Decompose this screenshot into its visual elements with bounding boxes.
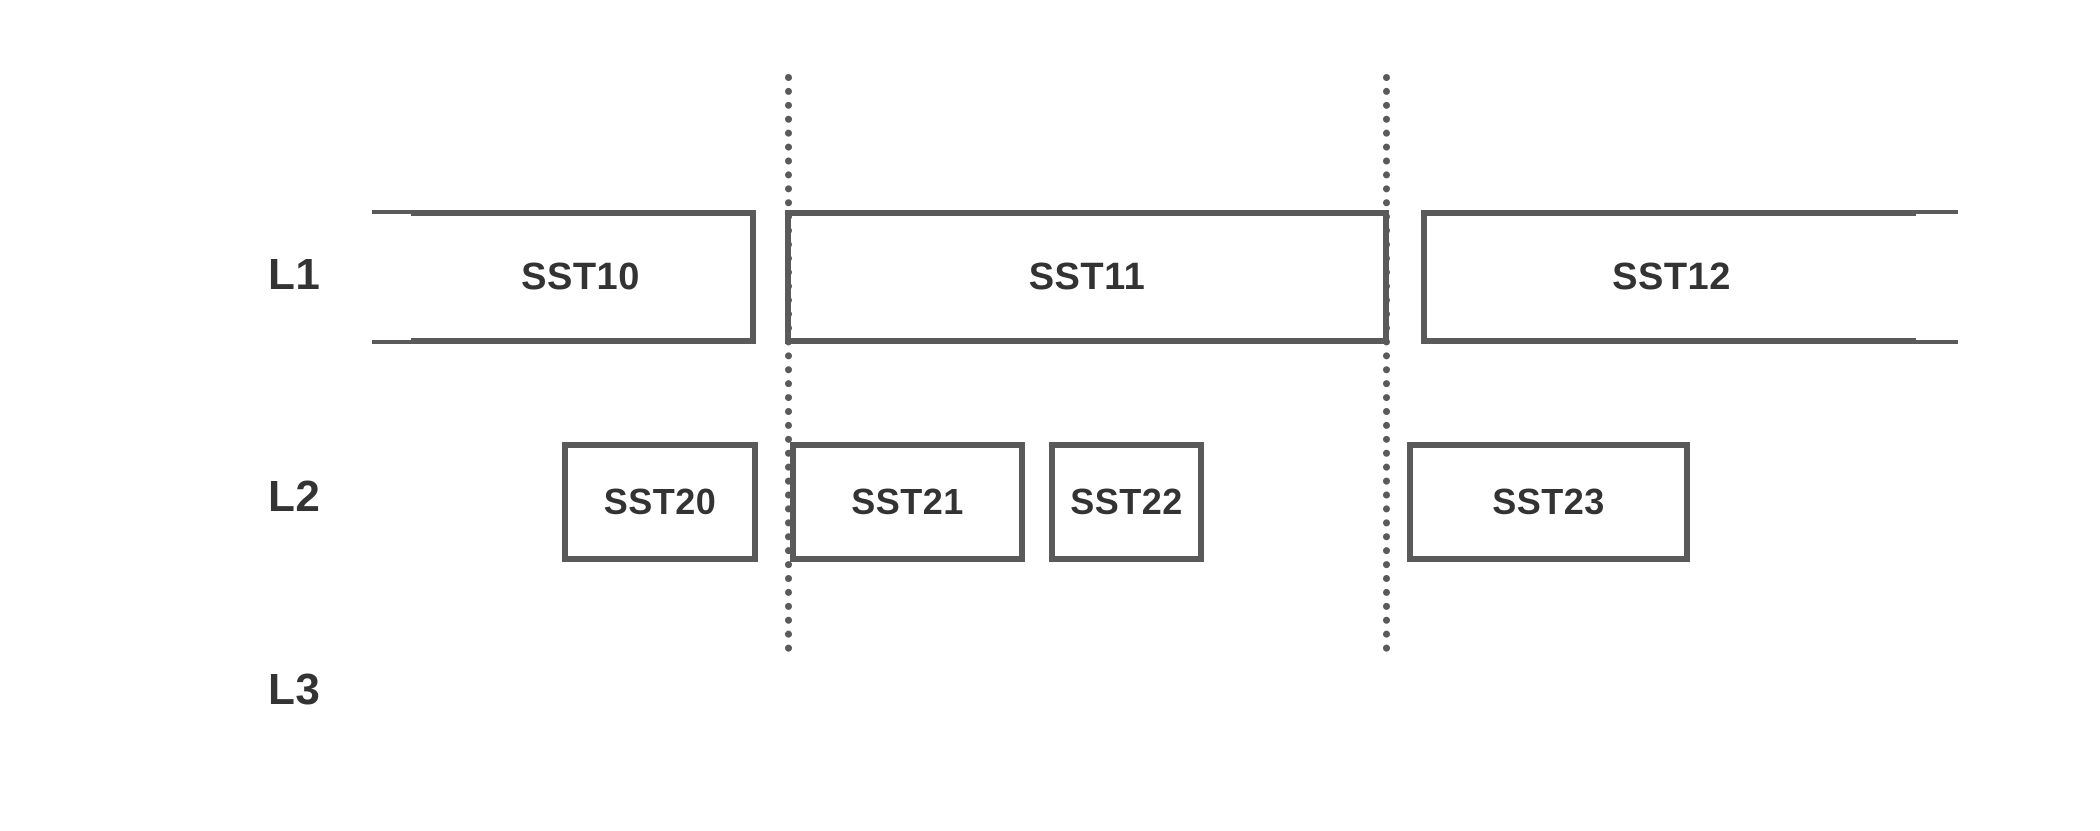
- level-label-l2: L2: [268, 472, 321, 521]
- sstable-box-sst23[interactable]: SST23: [1407, 442, 1690, 562]
- sstable-label-sst23: SST23: [1492, 481, 1605, 522]
- sstable-box-sst22[interactable]: SST22: [1049, 442, 1204, 562]
- sstable-label-sst20: SST20: [603, 481, 717, 522]
- l1-track-line-right-bottom: [1910, 340, 1958, 344]
- sstable-box-sst11[interactable]: SST11: [785, 210, 1389, 344]
- sstable-label-sst12: SST12: [1612, 255, 1731, 298]
- l1-track-line-left-bottom: [372, 340, 417, 344]
- level-label-l3: L3: [268, 665, 321, 714]
- guide-line-key-range-boundary-left: [785, 74, 792, 652]
- l1-track-line-right-top: [1910, 210, 1958, 214]
- sstable-label-sst21: SST21: [851, 481, 964, 522]
- level-label-l1: L1: [268, 250, 321, 299]
- l1-track-line-left-top: [372, 210, 417, 214]
- guide-line-key-range-boundary-right: [1383, 74, 1390, 652]
- sstable-box-sst21[interactable]: SST21: [790, 442, 1025, 562]
- sstable-label-sst11: SST11: [1028, 255, 1146, 298]
- sstable-label-sst22: SST22: [1070, 481, 1183, 522]
- sstable-box-sst10[interactable]: SST10: [411, 210, 756, 344]
- sstable-box-sst20[interactable]: SST20: [562, 442, 758, 562]
- sstable-label-sst10: SST10: [521, 255, 640, 298]
- sstable-box-sst12[interactable]: SST12: [1421, 210, 1916, 344]
